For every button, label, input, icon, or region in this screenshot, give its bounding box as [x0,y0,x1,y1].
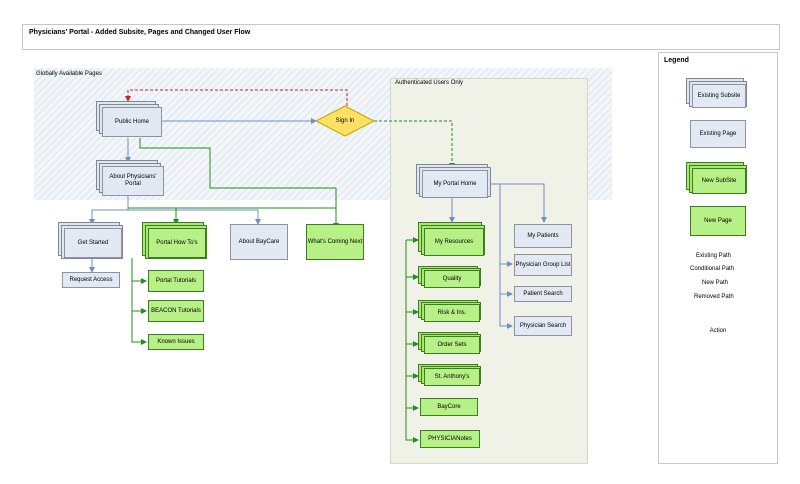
legend-existing-subsite: Existing Subsite [692,84,746,108]
edge-about-to-getstarted [89,196,129,225]
legend-new-page: New Page [690,206,746,236]
legend-new-subsite: New SubSite [692,168,746,194]
st-anthonys-node[interactable]: St. Anthony's [424,368,480,386]
physician-group-list-node[interactable]: Physician Group List [514,254,572,276]
about-portal-node[interactable]: About Physicians' Portal [102,166,164,196]
legend-title: Legend [664,57,689,64]
legend-action-label: Action [709,328,727,334]
physicianotes-node[interactable]: PHYSICIANotes [420,430,480,448]
legend-removed-path-label: Removed Path [694,294,734,300]
legend-conditional-path-label: Conditional Path [690,266,735,272]
beacon-tutorials-node[interactable]: BEACON Tutorials [148,300,204,322]
edge-public-to-whatscoming [139,138,339,229]
baycore-node[interactable]: BayCore [420,398,478,416]
edge-myportal-to-mypatients [488,183,547,223]
edge-signin-to-myportal [374,120,455,169]
about-baycare-node[interactable]: About BayCare [230,224,288,260]
risk-ins-node[interactable]: Risk & Ins. [424,304,480,322]
quality-node[interactable]: Quality [424,270,480,288]
whats-coming-next-node[interactable]: What's Coming Next [306,224,364,260]
my-patients-node[interactable]: My Patients [514,224,572,248]
sign-in-label[interactable]: Sign In [335,118,355,124]
public-home-node[interactable]: Public Home [102,107,162,137]
edge-myportal-to-physsearch [499,184,513,329]
edge-resources-to-physicianotes [405,240,419,443]
auth-region-label: Authenticated Users Only [395,80,464,86]
edge-howtos-to-known [131,258,147,345]
portal-howtos-node[interactable]: Portal How To's [148,228,206,258]
edge-removed-signin-home [125,89,348,106]
get-started-node[interactable]: Get Started [64,228,122,258]
legend-existing-page: Existing Page [690,120,746,148]
portal-tutorials-node[interactable]: Portal Tutorials [148,270,204,292]
order-sets-node[interactable]: Order Sets [424,336,480,354]
legend-existing-path-label: Existing Path [696,253,732,259]
title-box: Physicians' Portal - Added Subsite, Page… [22,24,780,50]
my-resources-node[interactable]: My Resources [424,228,484,256]
diagram-title: Physicians' Portal - Added Subsite, Page… [29,29,251,36]
sign-in-diamond [314,105,376,137]
known-issues-node[interactable]: Known Issues [148,334,204,350]
my-portal-home-node[interactable]: My Portal Home [422,170,488,198]
edge-about-to-baycare [128,209,261,225]
request-access-node[interactable]: Request Access [62,272,120,288]
physician-search-node[interactable]: Physician Search [514,316,572,336]
global-region-label: Globally Available Pages [36,71,102,77]
patient-search-node[interactable]: Patient Search [514,286,572,302]
legend-new-path-label: New Path [702,280,729,286]
